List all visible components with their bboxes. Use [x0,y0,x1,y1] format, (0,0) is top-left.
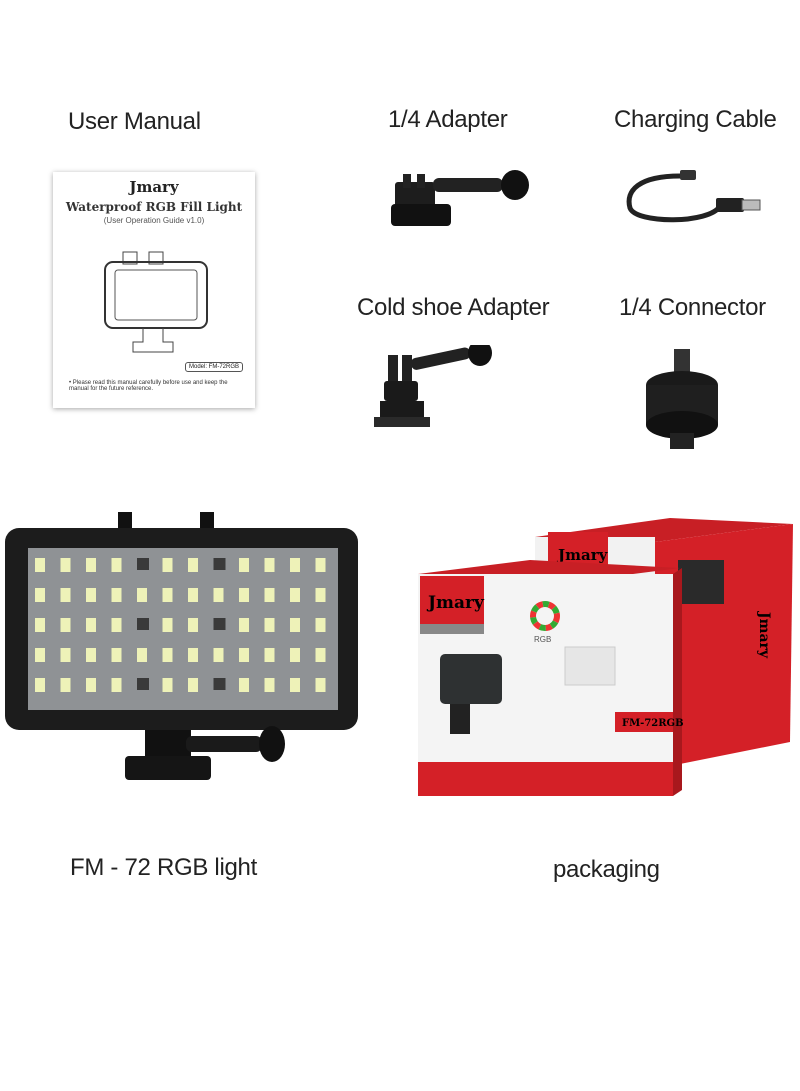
led [290,588,300,602]
connector-icon [646,349,718,449]
led [162,678,173,692]
led [315,618,326,632]
led [111,558,122,572]
led [188,678,198,692]
front-box-model: FM-72RGB [622,718,684,729]
led [35,618,45,632]
led [162,618,173,632]
label-user-manual: User Manual [68,108,201,135]
led-grid [35,558,326,692]
back-box-brand: Jmary [556,546,609,564]
led [239,558,249,572]
led [315,678,326,692]
led [290,648,300,662]
led [239,618,249,632]
led [264,618,275,632]
led [86,588,96,602]
led [86,648,96,662]
manual-subtitle: (User Operation Guide v1.0) [103,216,205,225]
led [315,648,326,662]
led [290,558,300,572]
led [35,558,45,572]
rgb-text: RGB [534,635,551,644]
led [86,558,96,572]
led [188,618,198,632]
led [111,648,122,662]
manual-note: • Please read this manual carefully befo… [69,380,228,392]
led [239,588,249,602]
led [162,648,173,662]
led [188,648,198,662]
user-manual-image: Jmary Waterproof RGB Fill Light (User Op… [53,172,255,408]
led [239,678,249,692]
manual-title: Waterproof RGB Fill Light [65,200,243,214]
manual-model: Model: FM-72RGB [184,362,243,372]
led [162,558,173,572]
label-light: FM - 72 RGB light [70,854,257,881]
led [290,678,300,692]
led [264,678,275,692]
led [137,648,147,662]
sensor-dot [137,558,149,570]
side-brand: Jmary [756,610,772,659]
led [290,618,300,632]
led [213,648,224,662]
led [264,648,275,662]
led [137,588,147,602]
led [239,648,249,662]
led [35,588,45,602]
label-connector: 1/4 Connector [619,294,766,321]
led [111,618,122,632]
led [60,558,71,572]
label-packaging: packaging [553,856,660,883]
label-cold-shoe-adapter: Cold shoe Adapter [357,294,550,321]
light-sketch-icon [104,251,208,353]
led [111,678,122,692]
led [60,678,71,692]
led [60,618,71,632]
charging-cable-icon [626,170,761,223]
led [35,648,45,662]
led [111,588,122,602]
led [86,618,96,632]
sensor-dot [213,678,226,690]
fm72-light-image [5,512,358,780]
led [35,678,45,692]
led [264,588,275,602]
cold-shoe-adapter-icon [374,345,492,427]
led [188,558,198,572]
front-box-brand: Jmary [426,593,485,613]
led [60,588,71,602]
label-charging-cable: Charging Cable [614,106,777,133]
sensor-dot [137,618,149,630]
led [86,678,96,692]
packaging-image: Jmary Jmary Jmary RGB FM-72RGB [418,518,793,796]
label-adapter: 1/4 Adapter [388,106,508,133]
sensor-dot [213,618,226,630]
sensor-dot [137,678,149,690]
adapter-icon [391,170,529,226]
manual-brand: Jmary [129,178,179,196]
led [188,588,198,602]
led [264,558,275,572]
led [315,588,326,602]
led [315,558,326,572]
sensor-dot [213,558,226,570]
led [162,588,173,602]
led [60,648,71,662]
led [213,588,224,602]
